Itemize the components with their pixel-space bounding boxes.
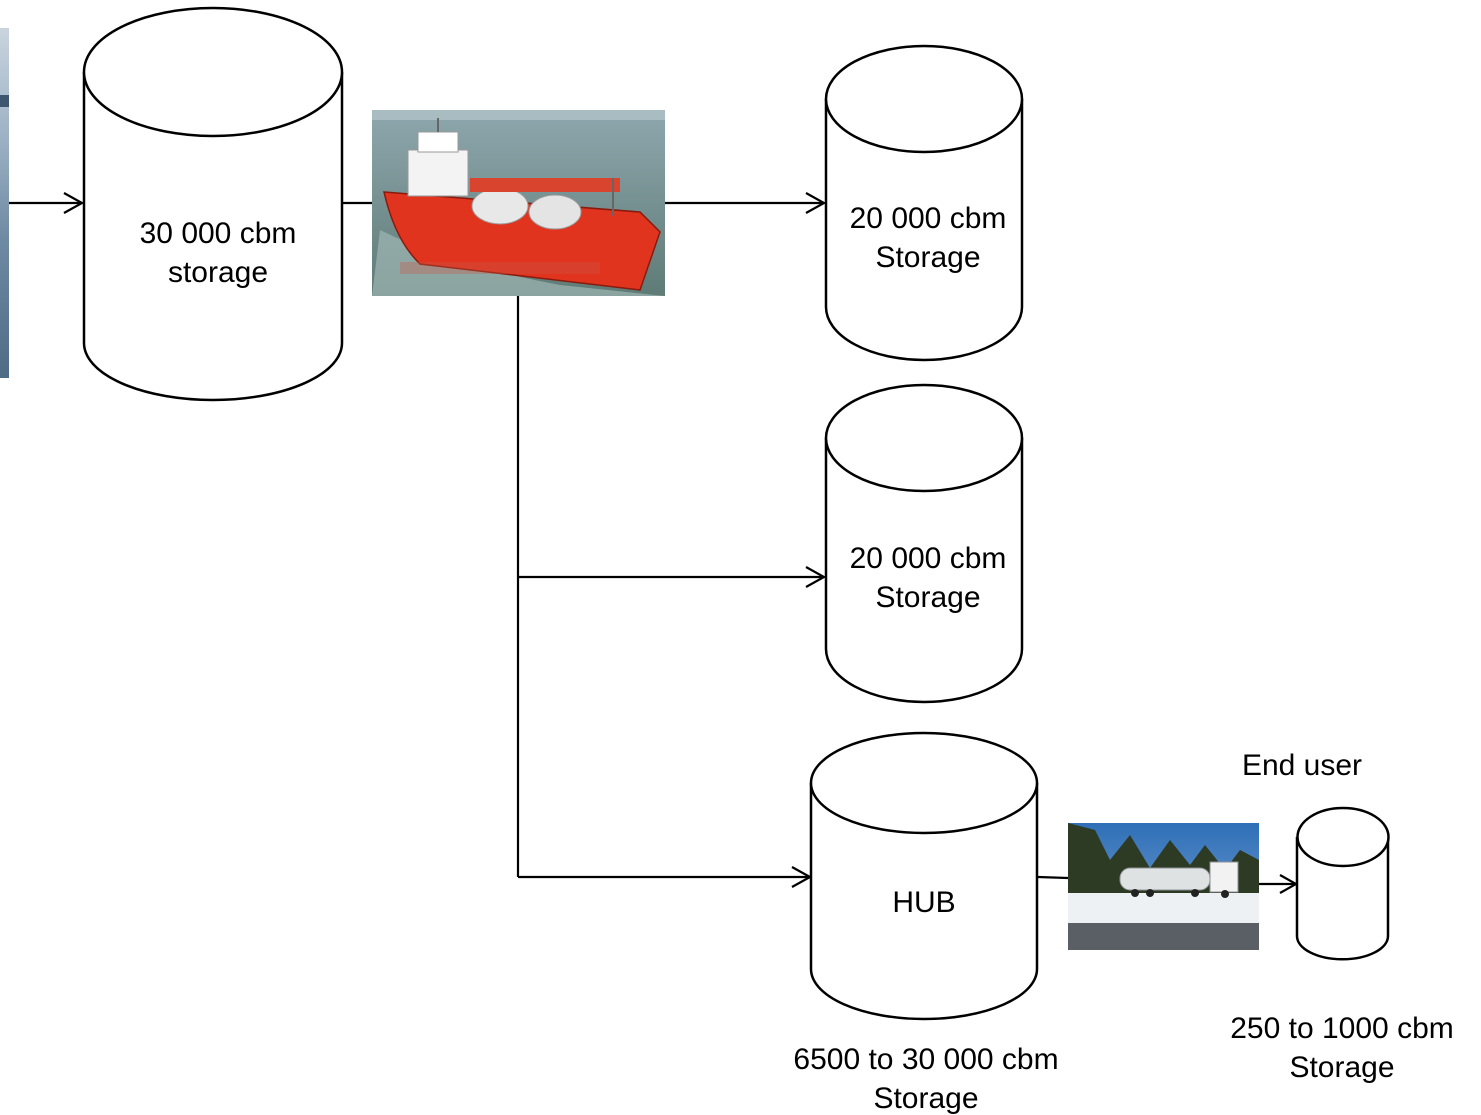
end-user-caption-line2: Storage bbox=[1289, 1051, 1394, 1084]
hub-caption-line1: 6500 to 30 000 cbm bbox=[793, 1043, 1058, 1076]
arrowhead-storage-middle bbox=[805, 566, 827, 588]
hub-cylinder bbox=[809, 731, 1039, 1021]
storage-middle-cylinder bbox=[824, 383, 1024, 704]
hub-label: HUB bbox=[892, 886, 955, 919]
connector-hub-to-truck bbox=[1037, 875, 1069, 880]
arrowhead-storage-top bbox=[805, 192, 827, 214]
main-storage-cylinder bbox=[82, 6, 344, 402]
storage-middle-label-line1: 20 000 cbm bbox=[850, 542, 1007, 575]
main-storage-label-line2: storage bbox=[168, 256, 268, 289]
storage-top-label-line1: 20 000 cbm bbox=[850, 202, 1007, 235]
source-photo bbox=[0, 28, 9, 378]
storage-top-cylinder bbox=[824, 44, 1024, 362]
main-storage-label-line1: 30 000 cbm bbox=[140, 217, 297, 250]
arrowhead-main bbox=[63, 192, 85, 214]
lng-tanker-truck-photo bbox=[1068, 823, 1259, 950]
lng-carrier-ship-photo bbox=[372, 110, 665, 296]
end-user-title: End user bbox=[1242, 749, 1362, 782]
end-user-cylinder bbox=[1295, 806, 1390, 961]
storage-top-label-line2: Storage bbox=[875, 241, 980, 274]
end-user-caption-line1: 250 to 1000 cbm bbox=[1230, 1012, 1454, 1045]
storage-middle-label-line2: Storage bbox=[875, 581, 980, 614]
hub-caption-line2: Storage bbox=[873, 1082, 978, 1115]
